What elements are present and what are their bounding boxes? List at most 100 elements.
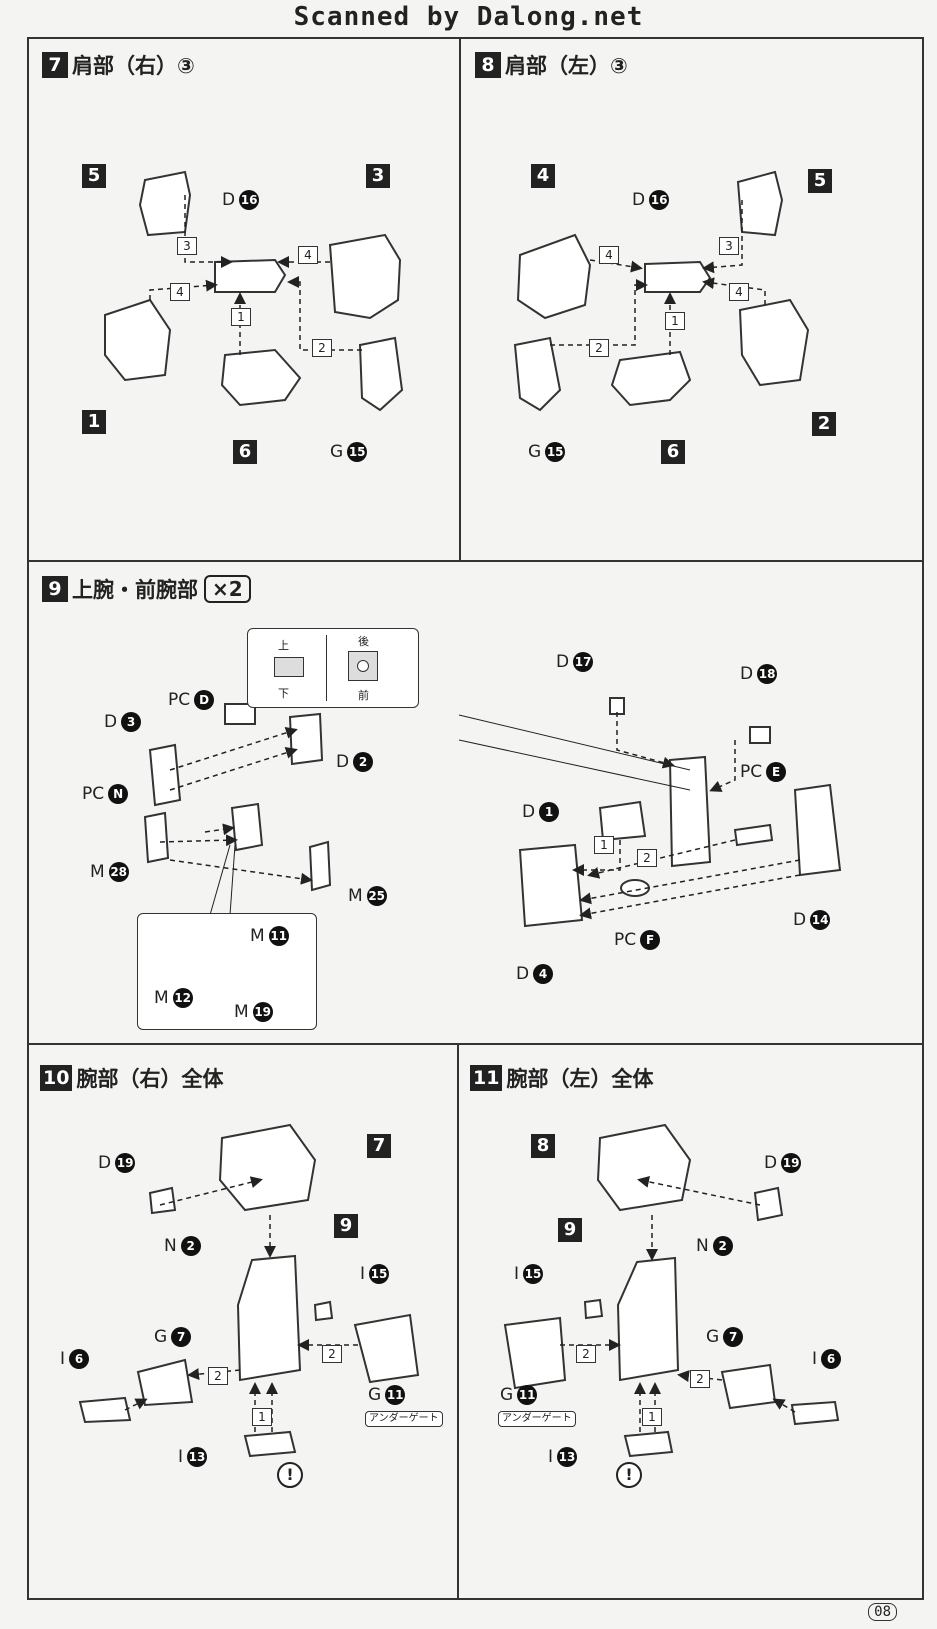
part-badge-4: 4 (531, 164, 555, 188)
runner-letter: D (104, 712, 118, 732)
part-number: 2 (353, 752, 374, 772)
part-6-drawing (610, 350, 692, 407)
part-i15-drawing (583, 1298, 604, 1320)
step-number: 3 (177, 237, 197, 255)
joint-detail-inset (137, 913, 317, 1030)
part-number: 15 (523, 1264, 544, 1284)
part-d19-drawing (148, 1186, 177, 1215)
page-number: 08 (868, 1603, 897, 1621)
runner-letter: I (812, 1349, 818, 1369)
part-i15-drawing (313, 1300, 334, 1322)
part-number: 12 (172, 988, 193, 1008)
part-number: 16 (239, 190, 260, 210)
section-title-text: 腕部（右）全体 (76, 1067, 224, 1091)
part-number: 7 (723, 1327, 744, 1347)
runner-letter: I (360, 1264, 366, 1284)
part-number: 19 (781, 1153, 802, 1173)
part-number: 13 (557, 1447, 578, 1467)
part-d2-drawing (288, 712, 324, 766)
runner-letter: G (706, 1327, 720, 1347)
part-number: 11 (517, 1385, 538, 1405)
pc-part-side-view (274, 657, 304, 677)
part-i13-drawing (243, 1430, 297, 1458)
part-badge-1: 1 (82, 410, 106, 434)
part-number: 11 (268, 926, 289, 946)
runner-letter: G (528, 442, 542, 462)
step-number: 1 (665, 312, 685, 330)
part-number: 28 (108, 862, 129, 882)
part-9-drawing (236, 1254, 302, 1382)
instruction-frame (27, 37, 924, 1600)
part-number: 16 (649, 190, 670, 210)
part-i6-drawing (78, 1396, 132, 1424)
part-number: 4 (533, 964, 554, 984)
label-front: 前 (358, 689, 369, 702)
part-number: 17 (573, 652, 594, 672)
label-back: 後 (358, 635, 369, 648)
step-number: 4 (729, 283, 749, 301)
part-number: N (108, 784, 129, 804)
part-g7-drawing (136, 1358, 194, 1407)
part-5-drawing (736, 170, 784, 237)
runner-letter: D (222, 190, 236, 210)
runner-letter: D (522, 802, 536, 822)
part-8-drawing (596, 1123, 692, 1212)
part-i6-drawing (790, 1400, 840, 1426)
part-9-drawing (616, 1256, 680, 1382)
part-g15-drawing (358, 336, 404, 412)
runner-letter: G (154, 1327, 168, 1347)
part-number: 6 (69, 1349, 90, 1369)
step-number: 3 (719, 237, 739, 255)
runner-letter: PC (168, 690, 191, 710)
part-number: 1 (539, 802, 560, 822)
runner-letter: I (60, 1349, 66, 1369)
part-badge-8: 8 (531, 1134, 555, 1158)
part-badge-6: 6 (233, 440, 257, 464)
runner-letter: G (368, 1385, 382, 1405)
part-d16-drawing (214, 258, 287, 293)
step-number: 4 (298, 246, 318, 264)
part-number: 13 (187, 1447, 208, 1467)
part-g11-drawing (503, 1316, 567, 1390)
section-7-title: 7 肩部（右）③ (42, 50, 195, 80)
runner-letter: N (696, 1236, 709, 1256)
step-number: 2 (208, 1367, 228, 1385)
runner-letter: D (793, 910, 807, 930)
step-number: 1 (642, 1408, 662, 1426)
part-1-drawing (104, 298, 172, 382)
runner-letter: N (164, 1236, 177, 1256)
part-7-drawing (218, 1123, 317, 1212)
part-badge-3: 3 (366, 164, 390, 188)
part-6-drawing (220, 348, 302, 407)
step-number: 1 (252, 1408, 272, 1426)
step-number: 2 (589, 339, 609, 357)
part-4-drawing (516, 233, 592, 320)
step-number: 2 (637, 849, 657, 867)
section-number: 8 (475, 52, 501, 78)
section-number: 11 (470, 1065, 503, 1091)
section-title-text: 腕部（左）全体 (506, 1067, 654, 1091)
part-number: 15 (545, 442, 566, 462)
part-number: 7 (171, 1327, 192, 1347)
part-d4-drawing (518, 843, 584, 928)
part-5-drawing (138, 170, 192, 237)
